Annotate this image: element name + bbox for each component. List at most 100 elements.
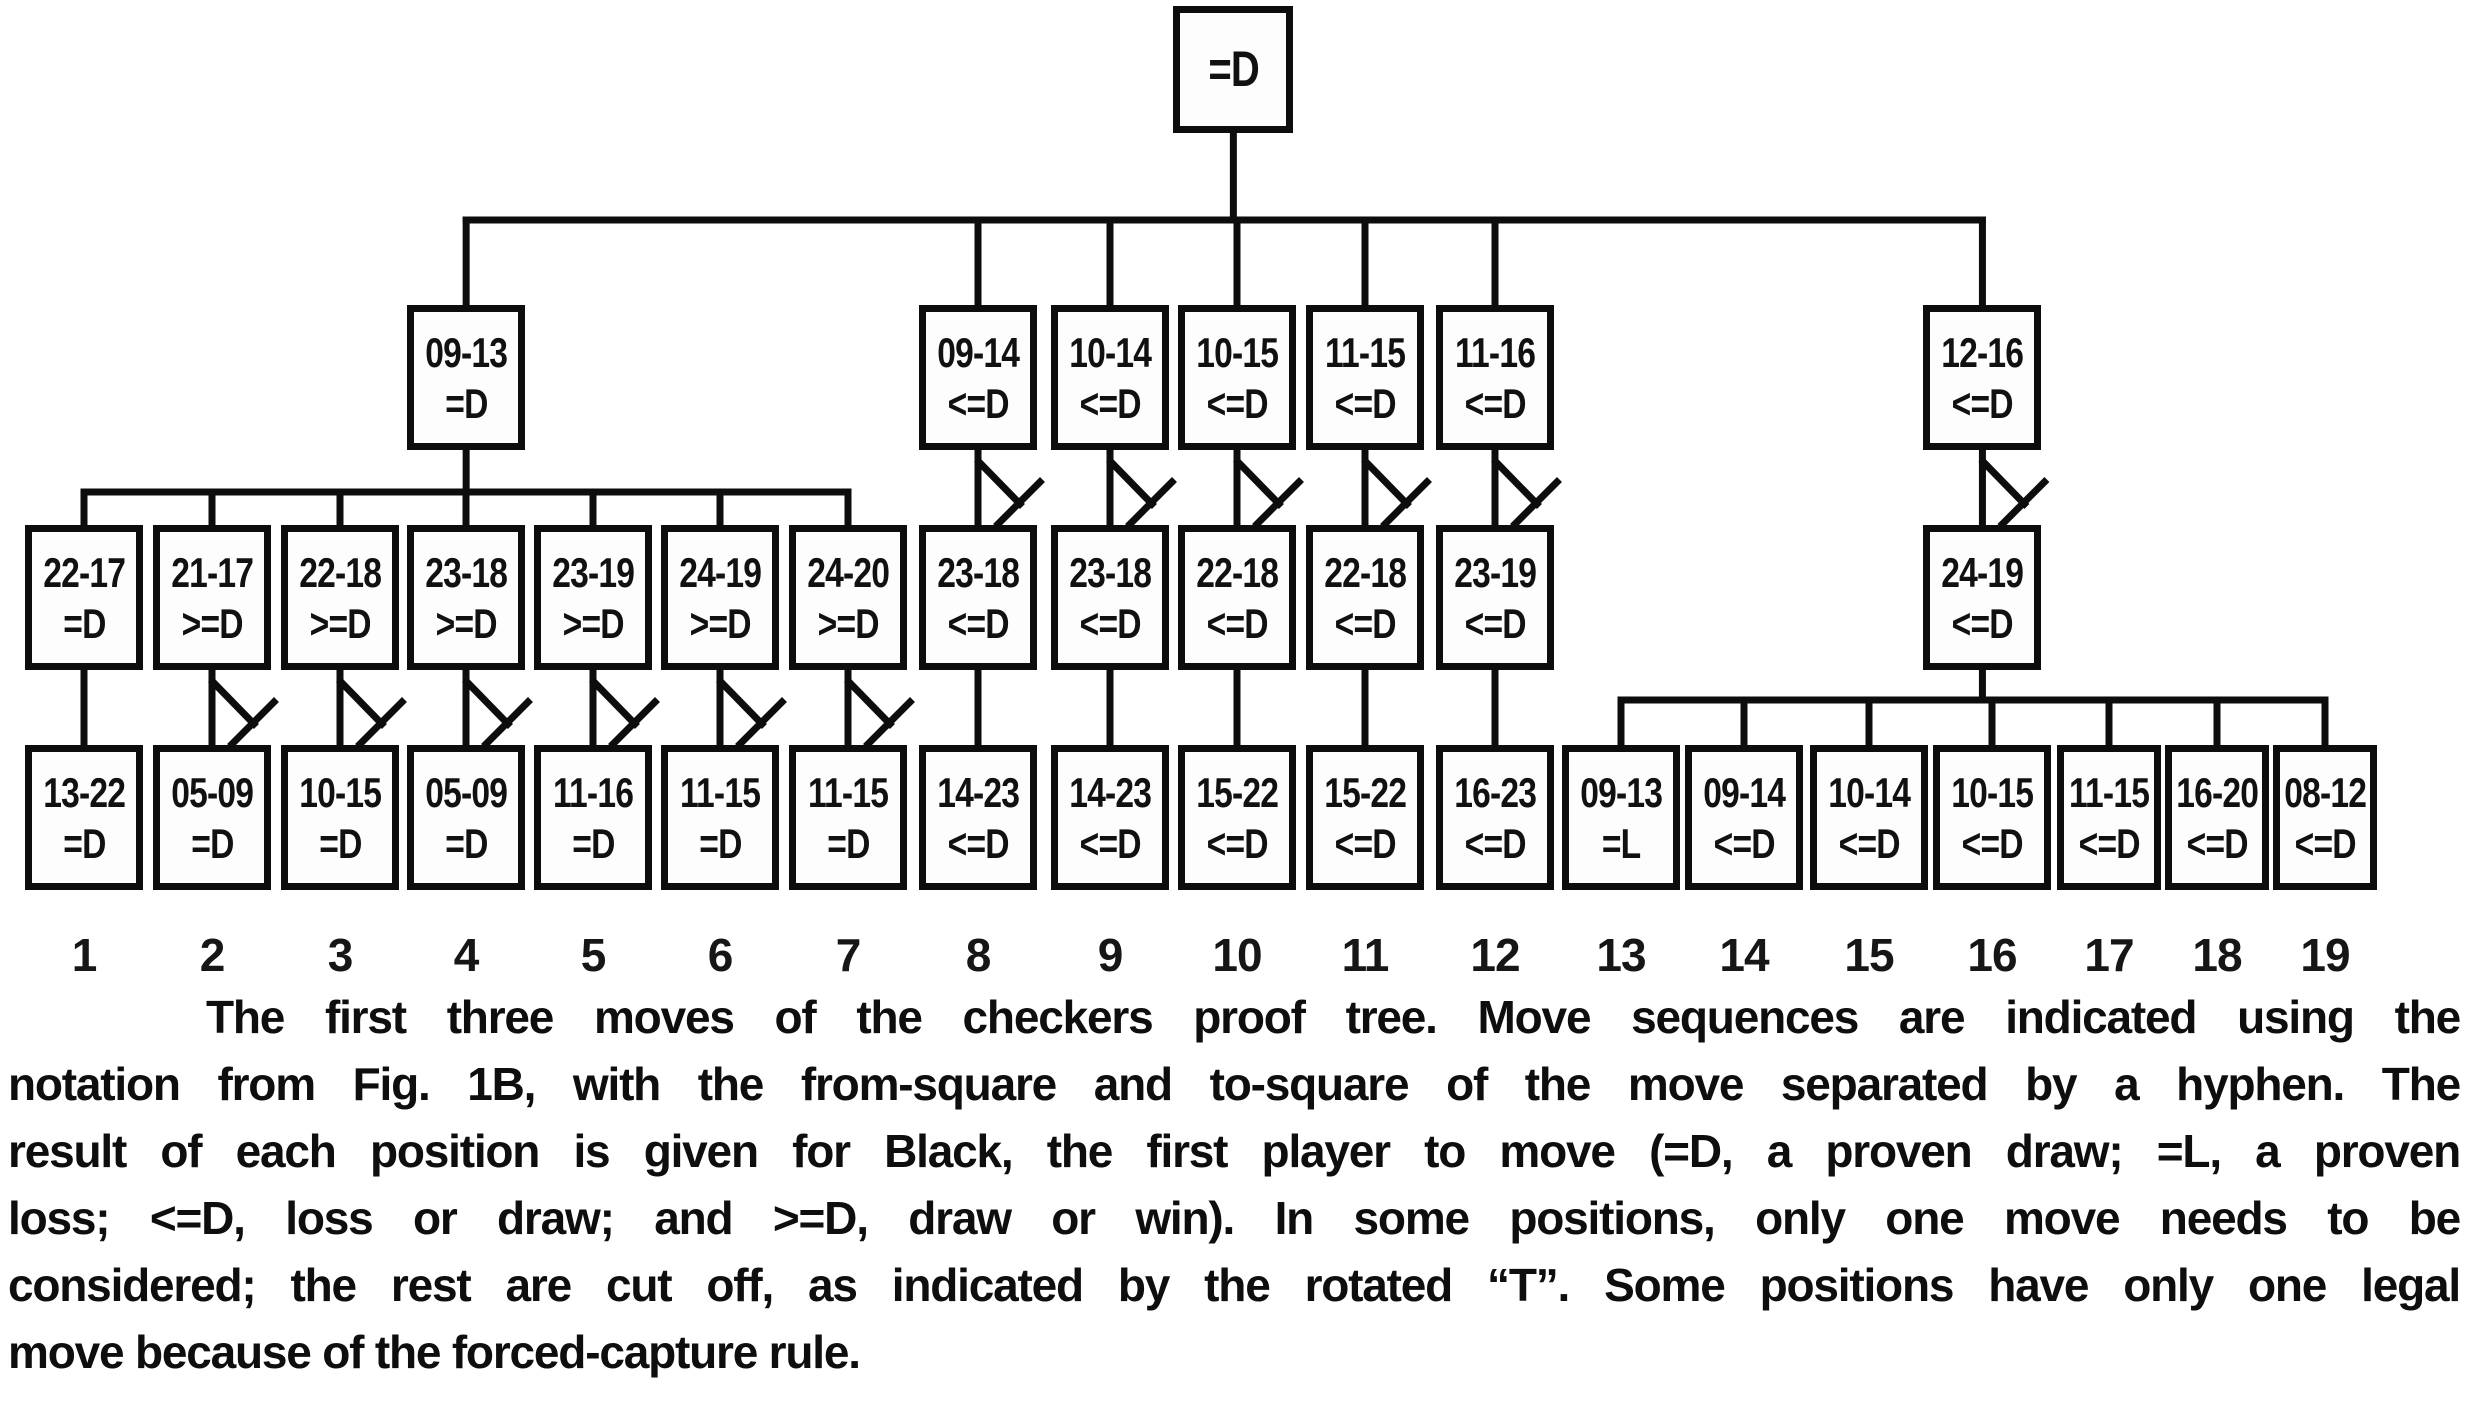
- node-move: 12-16: [1941, 328, 2024, 376]
- node-move: 24-19: [679, 548, 762, 596]
- leaf-number: 15: [1844, 929, 1894, 981]
- node-result: >=D: [817, 599, 879, 647]
- node-move: 10-15: [1196, 328, 1279, 376]
- cutoff-mark-icon: [462, 677, 533, 749]
- tree-node: 23-19<=D: [1436, 525, 1554, 670]
- node-move: 22-18: [1196, 548, 1279, 596]
- tree-node: 14-23<=D: [1051, 745, 1169, 890]
- leaf-number: 12: [1470, 929, 1520, 981]
- node-move: 10-15: [299, 768, 382, 816]
- node-result: >=D: [689, 599, 751, 647]
- node-result: <=D: [947, 379, 1009, 427]
- node-move: 11-16: [552, 768, 634, 816]
- node-result: <=D: [1334, 599, 1396, 647]
- node-result: =D: [444, 819, 488, 867]
- node-result: <=D: [1464, 599, 1526, 647]
- node-move: 24-20: [807, 548, 890, 596]
- node-result: =L: [1601, 819, 1641, 867]
- cutoff-mark-icon: [974, 457, 1045, 529]
- node-result: <=D: [1206, 599, 1268, 647]
- node-result: >=D: [562, 599, 624, 647]
- tree-node: 11-16<=D: [1436, 305, 1554, 450]
- leaf-number: 5: [580, 929, 607, 981]
- node-move: 16-20: [2176, 768, 2259, 816]
- leaf-number: 4: [453, 929, 480, 981]
- node-result: <=D: [1961, 819, 2023, 867]
- tree-node: 05-09=D: [153, 745, 271, 890]
- cutoff-mark-icon: [208, 677, 279, 749]
- node-result: =D: [62, 599, 106, 647]
- node-result: =D: [318, 819, 362, 867]
- node-move: 23-18: [425, 548, 508, 596]
- leaf-number: 9: [1097, 929, 1124, 981]
- tree-node: 24-19<=D: [1923, 525, 2042, 670]
- node-move: 22-17: [43, 548, 126, 596]
- leaf-number: 14: [1719, 929, 1769, 981]
- node-move: 11-16: [1454, 328, 1536, 376]
- node-result: =D: [190, 819, 234, 867]
- node-result: =D: [444, 379, 488, 427]
- tree-node: 15-22<=D: [1306, 745, 1424, 890]
- node-move: 10-15: [1951, 768, 2034, 816]
- leaf-number: 16: [1967, 929, 2017, 981]
- tree-node: 16-23<=D: [1436, 745, 1554, 890]
- caption-line: loss; <=D, loss or draw; and >=D, draw o…: [8, 1192, 2461, 1244]
- node-move: 16-23: [1454, 768, 1537, 816]
- node-move: 23-19: [552, 548, 635, 596]
- node-move: 11-15: [679, 768, 761, 816]
- tree-node: 22-18<=D: [1306, 525, 1424, 670]
- tree-node: 09-14<=D: [919, 305, 1037, 450]
- node-result: =D: [698, 819, 742, 867]
- leaf-number: 13: [1596, 929, 1646, 981]
- caption-line: notation from Fig. 1B, with the from-squ…: [8, 1058, 2461, 1110]
- leaf-number: 17: [2084, 929, 2134, 981]
- cutoff-mark-icon: [716, 677, 787, 749]
- leaf-number: 7: [835, 929, 862, 981]
- tree-node: 24-20>=D: [789, 525, 907, 670]
- node-move: 24-19: [1941, 548, 2024, 596]
- node-move: 10-14: [1069, 328, 1152, 376]
- node-move: 21-17: [171, 548, 254, 596]
- caption-line: result of each position is given for Bla…: [8, 1125, 2461, 1177]
- node-result: =D: [571, 819, 615, 867]
- tree-node: 11-15<=D: [2057, 745, 2161, 890]
- node-result: <=D: [1334, 379, 1396, 427]
- leaf-number: 2: [199, 929, 226, 981]
- node-move: 23-18: [1069, 548, 1152, 596]
- leaf-number: 11: [1341, 929, 1390, 981]
- tree-node: 10-15<=D: [1933, 745, 2051, 890]
- tree-node: 23-18<=D: [1051, 525, 1169, 670]
- node-result: <=D: [1713, 819, 1775, 867]
- cutoff-mark-icon: [589, 677, 660, 749]
- node-result: <=D: [1464, 379, 1526, 427]
- leaf-number: 10: [1212, 929, 1262, 981]
- leaf-number: 18: [2192, 929, 2242, 981]
- cutoff-mark-icon: [1491, 457, 1562, 529]
- tree-node: 10-15=D: [281, 745, 399, 890]
- cutoff-mark-icon: [844, 677, 915, 749]
- tree-node: 11-15<=D: [1306, 305, 1424, 450]
- node-result: <=D: [1206, 379, 1268, 427]
- leaf-number: 6: [707, 929, 734, 981]
- tree-connectors: [80, 129, 2329, 749]
- cutoff-mark-icon: [336, 677, 407, 749]
- leaf-number: 8: [965, 929, 992, 981]
- leaf-number: 1: [71, 929, 98, 981]
- node-result: =D: [1208, 41, 1259, 97]
- tree-node: 11-16=D: [534, 745, 652, 890]
- node-result: =D: [826, 819, 870, 867]
- node-result: >=D: [435, 599, 497, 647]
- tree-node: 11-15=D: [661, 745, 779, 890]
- node-move: 22-18: [1324, 548, 1407, 596]
- node-move: 15-22: [1196, 768, 1279, 816]
- node-move: 23-19: [1454, 548, 1537, 596]
- tree-node: 08-12<=D: [2273, 745, 2377, 890]
- node-result: <=D: [1334, 819, 1396, 867]
- cutoff-mark-icon: [1233, 457, 1304, 529]
- tree-node: 09-14<=D: [1685, 745, 1803, 890]
- node-result: <=D: [1206, 819, 1268, 867]
- node-move: 09-13: [425, 328, 508, 376]
- leaf-number: 3: [327, 929, 354, 981]
- tree-node: 22-17=D: [25, 525, 143, 670]
- node-move: 14-23: [937, 768, 1020, 816]
